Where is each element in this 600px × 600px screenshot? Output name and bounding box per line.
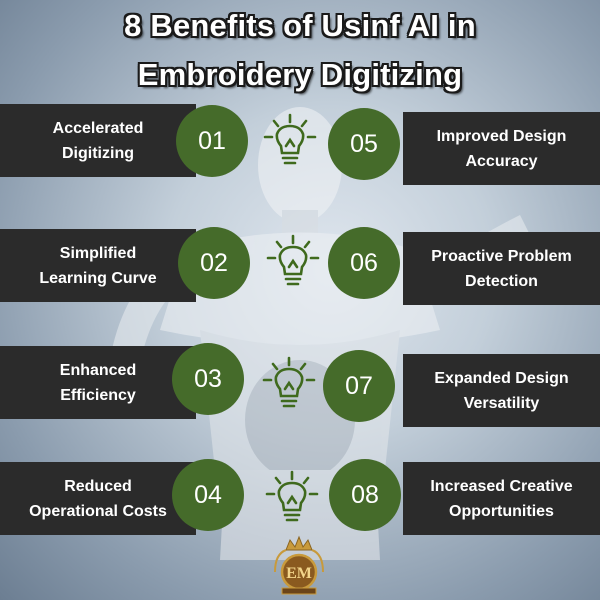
brand-logo: EM bbox=[274, 535, 324, 595]
benefit-number-badge: 02 bbox=[178, 227, 250, 299]
benefit-number: 06 bbox=[350, 248, 378, 277]
benefit-band-01: Accelerated Digitizing bbox=[0, 104, 196, 177]
benefit-band-08: Increased Creative Opportunities bbox=[403, 462, 600, 535]
benefit-band-05: Improved Design Accuracy bbox=[403, 112, 600, 185]
benefit-band-06: Proactive Problem Detection bbox=[403, 232, 600, 305]
benefit-number-badge: 06 bbox=[328, 227, 400, 299]
lightbulb-icon bbox=[266, 234, 320, 286]
benefit-band-03: Enhanced Efficiency bbox=[0, 346, 196, 419]
benefit-number: 02 bbox=[200, 248, 228, 277]
benefit-label: Accelerated Digitizing bbox=[52, 119, 144, 162]
lightbulb-icon bbox=[262, 356, 316, 408]
benefit-number-badge: 05 bbox=[328, 108, 400, 180]
lightbulb-icon bbox=[265, 470, 319, 522]
benefit-number: 05 bbox=[350, 129, 378, 158]
benefit-number: 01 bbox=[198, 126, 226, 155]
benefit-number: 07 bbox=[345, 371, 373, 400]
benefit-number-badge: 07 bbox=[323, 350, 395, 422]
benefit-number-badge: 01 bbox=[176, 105, 248, 177]
benefit-number: 08 bbox=[351, 480, 379, 509]
benefit-label: Expanded Design Versatility bbox=[434, 369, 569, 412]
benefit-band-04: Reduced Operational Costs bbox=[0, 462, 196, 535]
lightbulb-icon bbox=[263, 113, 317, 165]
benefit-number: 04 bbox=[194, 480, 222, 509]
benefit-label: Reduced Operational Costs bbox=[29, 477, 167, 520]
benefit-number-badge: 03 bbox=[172, 343, 244, 415]
crown-icon bbox=[285, 535, 313, 551]
benefit-label: Proactive Problem Detection bbox=[431, 247, 572, 290]
page-title-line2: Embroidery Digitizing bbox=[137, 57, 463, 92]
benefit-band-02: Simplified Learning Curve bbox=[0, 229, 196, 302]
benefit-label: Improved Design Accuracy bbox=[436, 127, 567, 170]
benefit-band-07: Expanded Design Versatility bbox=[403, 354, 600, 427]
page-title-line1: 8 Benefits of Usinf AI in bbox=[124, 8, 476, 43]
benefit-label: Simplified Learning Curve bbox=[39, 244, 157, 287]
benefit-label: Increased Creative Opportunities bbox=[430, 477, 573, 520]
benefit-number: 03 bbox=[194, 364, 222, 393]
benefit-number-badge: 08 bbox=[329, 459, 401, 531]
benefit-number-badge: 04 bbox=[172, 459, 244, 531]
benefit-label: Enhanced Efficiency bbox=[59, 361, 137, 404]
logo-text: EM bbox=[286, 565, 312, 582]
